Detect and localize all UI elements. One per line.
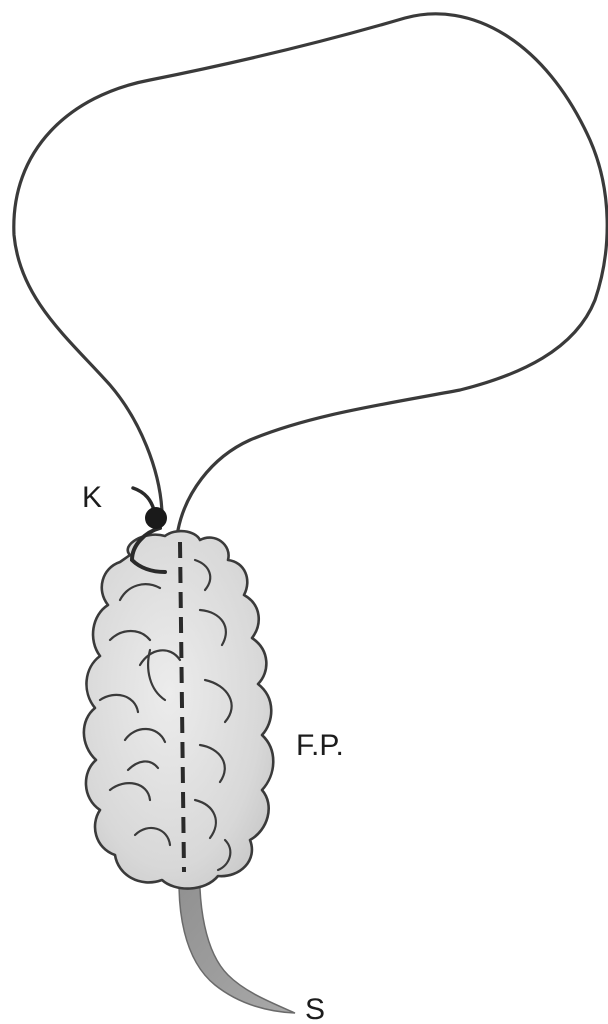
label-s: S <box>305 993 325 1024</box>
label-fp: F.P. <box>296 729 344 762</box>
label-k: K <box>82 481 102 514</box>
flagellum-loop <box>14 14 607 530</box>
basal-body-dot <box>145 507 167 529</box>
cell-body <box>84 531 273 888</box>
